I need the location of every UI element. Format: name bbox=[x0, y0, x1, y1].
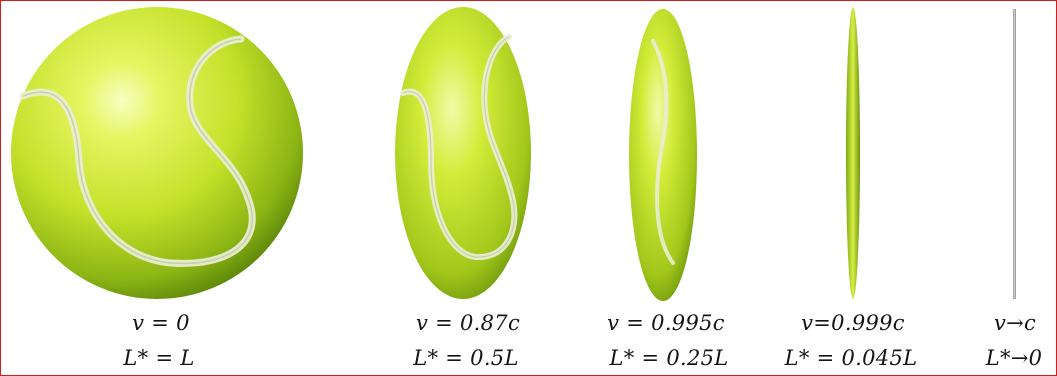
velocity-label-3: v = 0.995c bbox=[607, 311, 725, 335]
length-label-4: L* = 0.045L bbox=[785, 346, 918, 370]
velocity-label-5: v→c bbox=[994, 311, 1036, 335]
length-label-5: L*→0 bbox=[986, 346, 1043, 370]
velocity-label-4: v=0.999c bbox=[801, 311, 905, 335]
ball-contracted-limit bbox=[1013, 9, 1016, 299]
ball-at-rest bbox=[11, 7, 303, 299]
length-label-2: L* = 0.5L bbox=[413, 346, 518, 370]
velocity-label-1: v = 0 bbox=[132, 311, 190, 335]
ball-contracted-0-995c bbox=[629, 9, 697, 301]
velocity-label-2: v = 0.87c bbox=[416, 311, 520, 335]
ball-contracted-0-999c bbox=[846, 7, 860, 299]
length-label-1: L* = L bbox=[123, 346, 194, 370]
length-label-3: L* = 0.25L bbox=[609, 346, 728, 370]
ball-contracted-0-87c bbox=[395, 7, 531, 299]
